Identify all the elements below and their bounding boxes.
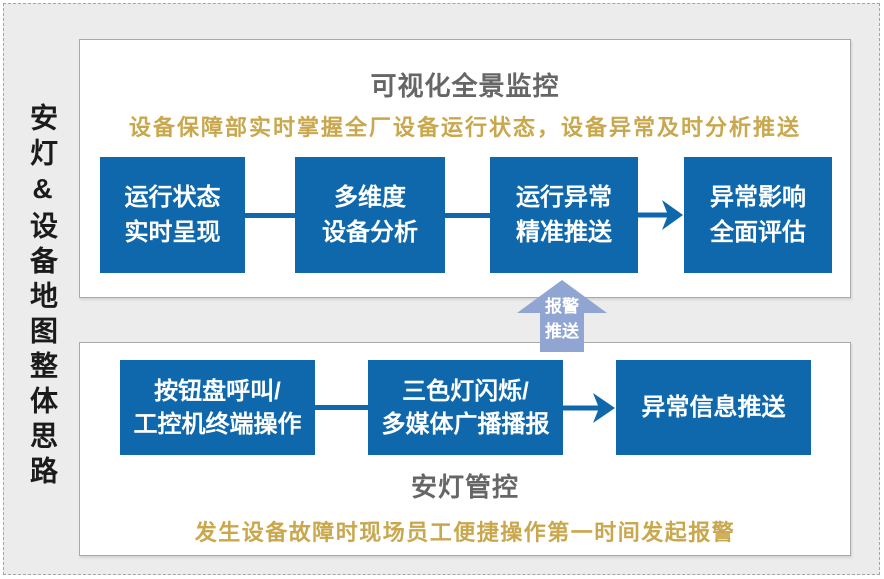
step-label: 运行异常 精准推送	[516, 184, 612, 246]
step-multidimensional-analysis: 多维度 设备分析	[295, 157, 445, 273]
top-panel-title: 可视化全景监控	[370, 71, 560, 101]
step-label: 异常影响 全面评估	[710, 184, 806, 246]
step-label: 按钮盘呼叫/ 工控机终端操作	[133, 377, 302, 438]
alarm-push-up-arrow-icon	[517, 280, 607, 352]
step-impact-assessment: 异常影响 全面评估	[684, 157, 832, 273]
top-panel-monitoring: 可视化全景监控 设备保障部实时掌握全厂设备运行状态，设备异常及时分析推送 运行状…	[79, 39, 851, 298]
connector-line	[245, 213, 295, 218]
arrow-right-icon	[563, 393, 615, 423]
bottom-panel-title: 安灯管控	[410, 472, 519, 502]
connector-line	[445, 213, 490, 218]
arrow-right-icon	[638, 200, 683, 230]
bottom-panel-andon: 安灯管控 发生设备故障时现场员工便捷操作第一时间发起报警 按钮盘呼叫/ 工控机终…	[79, 342, 851, 556]
step-light-broadcast: 三色灯闪烁/ 多媒体广播播报	[368, 360, 563, 455]
alarm-push-label: 报警 推送	[545, 297, 579, 341]
step-label: 多维度 设备分析	[322, 184, 418, 246]
top-panel-subtitle: 设备保障部实时掌握全厂设备运行状态，设备异常及时分析推送	[128, 115, 801, 140]
step-abnormal-info-push: 异常信息推送	[616, 360, 811, 455]
step-button-call: 按钮盘呼叫/ 工控机终端操作	[120, 360, 315, 455]
step-running-status: 运行状态 实时呈现	[100, 157, 245, 273]
step-label: 三色灯闪烁/ 多媒体广播播报	[381, 377, 550, 438]
bottom-panel-subtitle: 发生设备故障时现场员工便捷操作第一时间发起报警	[194, 520, 736, 545]
diagram-main-title: 安灯&设备地图整体思路	[27, 102, 58, 491]
step-anomaly-push: 运行异常 精准推送	[490, 157, 638, 273]
step-label: 运行状态 实时呈现	[124, 184, 221, 246]
step-label: 异常信息推送	[641, 394, 786, 421]
connector-line	[315, 405, 368, 410]
slide-canvas: 安灯&设备地图整体思路 可视化全景监控 设备保障部实时掌握全厂设备运行状态，设备…	[3, 3, 880, 575]
